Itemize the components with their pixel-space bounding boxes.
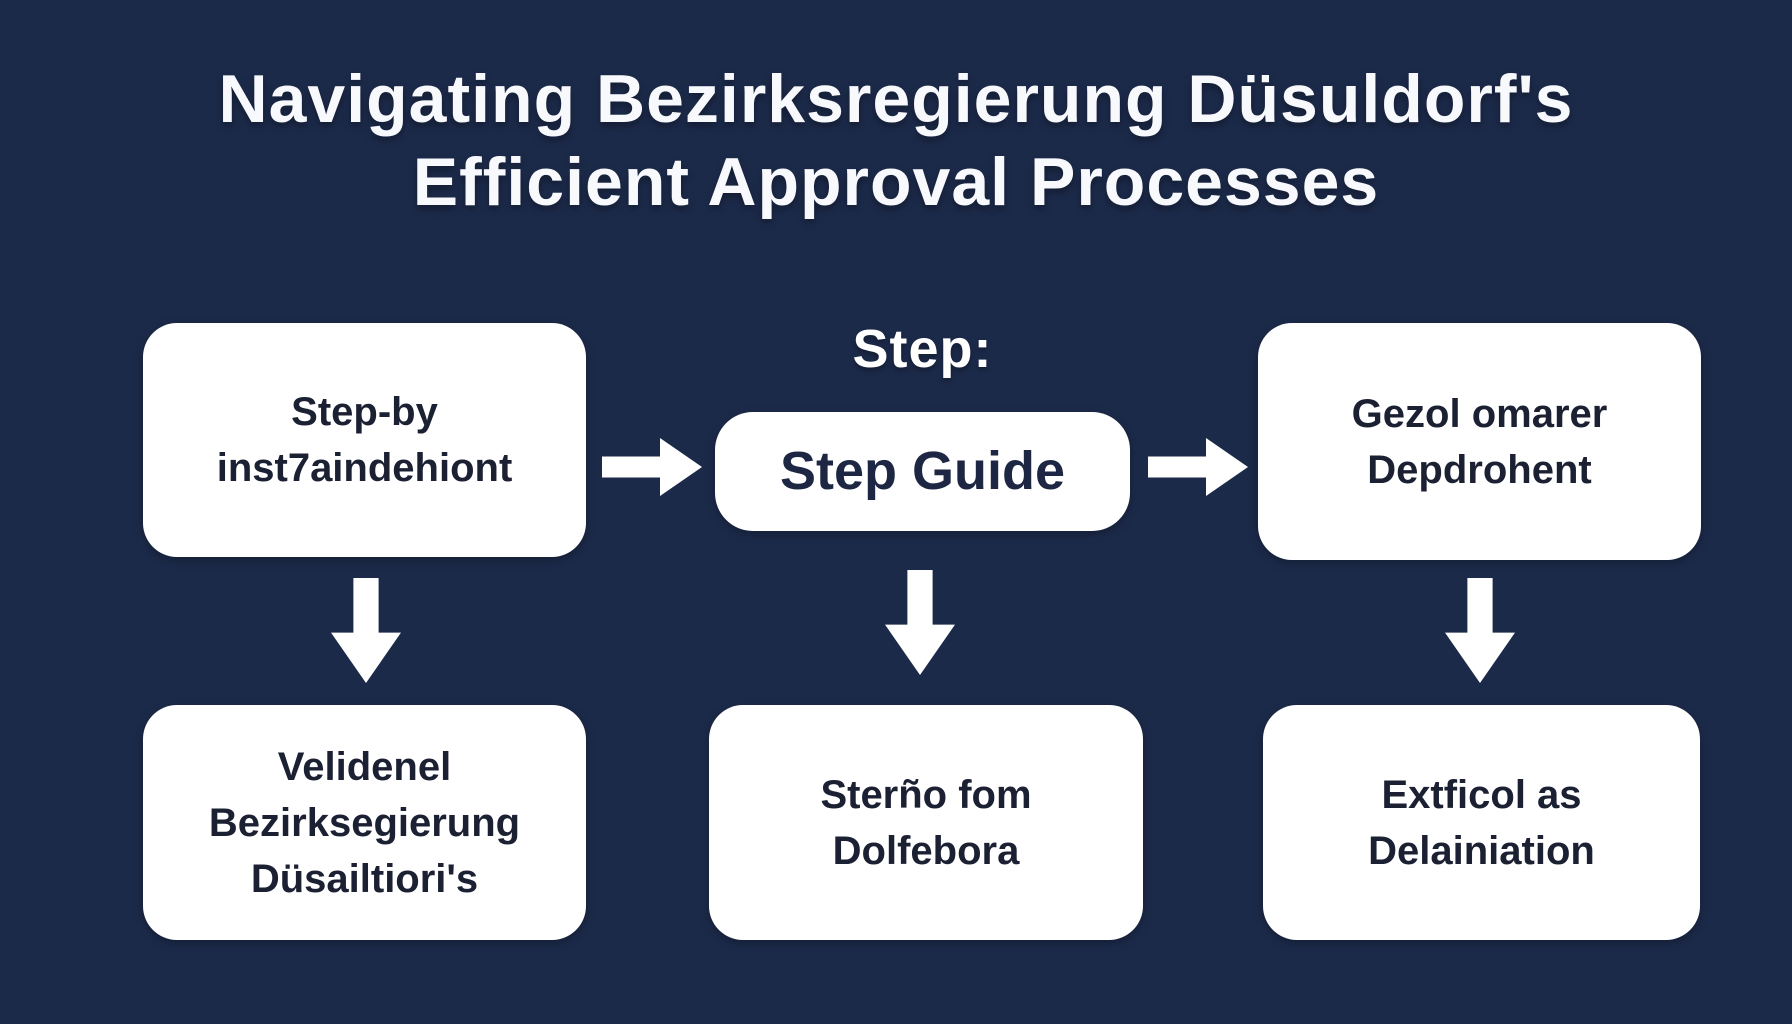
flow-box-sterno-line2: Dolfebora: [832, 828, 1020, 873]
page-title-line2: Efficient Approval Processes: [412, 143, 1380, 220]
arrow-right-icon: [602, 438, 702, 496]
flow-box-department: Gezol omarer Depdrohent: [1258, 323, 1701, 560]
arrow-right-icon: [1148, 438, 1248, 496]
flow-box-step-by-line1: Step-by: [291, 390, 438, 434]
flow-box-step-guide: Step Guide: [715, 412, 1130, 531]
flow-box-department-line1: Gezol omarer: [1351, 391, 1608, 436]
flow-box-bezirksregierung-line2: Bezirksegierung: [208, 800, 521, 845]
flow-box-delainiation: Extficol as Delainiation: [1263, 705, 1700, 940]
flow-box-delainiation-line1: Extficol as: [1381, 772, 1582, 817]
flow-box-bezirksregierung-line3: Düsailtiori's: [250, 856, 479, 901]
arrow-down-icon: [885, 570, 955, 675]
flow-box-sterno-line1: Sterño fom: [820, 772, 1032, 817]
step-label: Step:: [852, 319, 993, 379]
flow-box-step-guide-label: Step Guide: [779, 440, 1066, 501]
flow-box-delainiation-line2: Delainiation: [1368, 828, 1595, 873]
page-title-line1: Navigating Bezirksregierung Düsuldorf's: [218, 61, 1574, 137]
flow-box-bezirksregierung: Velidenel Bezirksegierung Düsailtiori's: [143, 705, 586, 940]
flow-box-bezirksregierung-line1: Velidenel: [277, 744, 452, 789]
flow-box-department-line2: Depdrohent: [1367, 447, 1592, 492]
page-title: Navigating Bezirksregierung Düsuldorf's …: [0, 58, 1792, 224]
arrow-down-icon: [1445, 578, 1515, 683]
flow-box-step-by: Step-by inst7aindehiont: [143, 323, 586, 557]
flow-box-step-by-line2: inst7aindehiont: [216, 446, 513, 490]
arrow-down-icon: [331, 578, 401, 683]
flow-box-sterno: Sterño fom Dolfebora: [709, 705, 1143, 940]
